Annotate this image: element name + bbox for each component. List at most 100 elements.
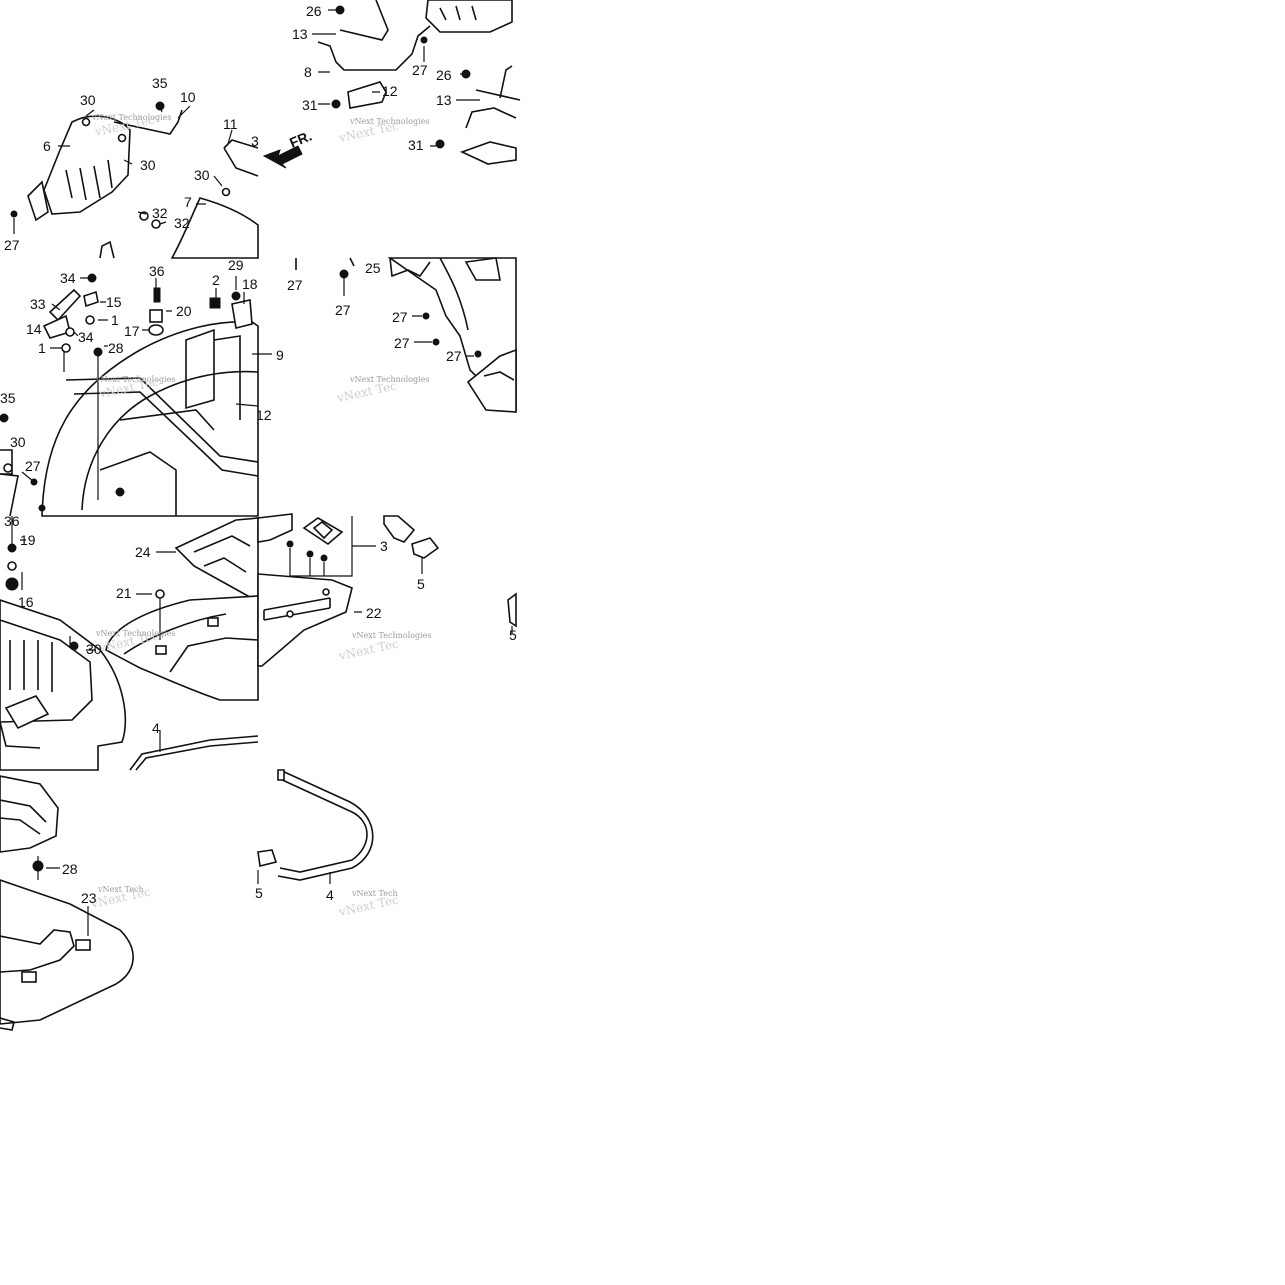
- tray-hole-a: [155, 645, 167, 655]
- part-label: 24: [135, 544, 151, 560]
- rod-8-lower: [465, 107, 517, 129]
- part-label: 27: [25, 458, 41, 474]
- part-label: 12: [382, 83, 398, 99]
- washer-19: [7, 561, 17, 571]
- part-label: 27: [335, 302, 351, 318]
- bracket-22: [257, 573, 353, 667]
- rear-body-lower: [0, 599, 127, 771]
- bolt-31-a: [331, 99, 341, 109]
- part-label: 7: [184, 194, 192, 210]
- part-label: 10: [180, 89, 196, 105]
- bolt-36: [153, 287, 161, 303]
- part-label: 1: [111, 312, 119, 328]
- part-label: 28: [108, 340, 124, 356]
- part-label: 3: [251, 133, 259, 149]
- watermark-e: vNext Technologies: [95, 629, 175, 638]
- bracket-foot: [27, 180, 49, 222]
- part-label: 6: [43, 138, 51, 154]
- clip-15: [83, 290, 99, 308]
- washer-32-b: [151, 219, 161, 229]
- part-label: 36: [149, 263, 165, 279]
- nut-30-e: [69, 641, 79, 651]
- seat-bracket-6-slots: [65, 159, 113, 201]
- part-label: 33: [30, 296, 46, 312]
- part-label: 27: [412, 62, 428, 78]
- part-label: 27: [394, 335, 410, 351]
- seal-pad-5-b: [257, 849, 278, 867]
- part-label: 26: [436, 67, 452, 83]
- part-label: 30: [86, 641, 102, 657]
- hook-18: [231, 299, 253, 329]
- gasket-4-b: [277, 777, 368, 873]
- rod-11: [223, 139, 259, 177]
- grommet-17: [148, 324, 164, 336]
- bracket-hole-a: [286, 610, 294, 618]
- part-label: 28: [62, 861, 78, 877]
- part-label: 4: [326, 887, 334, 903]
- part-label: 36: [4, 513, 20, 529]
- part-label: 18: [242, 276, 258, 292]
- part-label: 17: [124, 323, 140, 339]
- bracket-33: [48, 288, 82, 322]
- part-label: 26: [306, 3, 322, 19]
- collar-20: [149, 309, 163, 323]
- seal-pad-5-edge: [507, 592, 517, 628]
- bolt-29: [231, 291, 241, 301]
- part-label: 22: [366, 605, 382, 621]
- hook: [99, 240, 115, 259]
- nut-34-a: [87, 273, 97, 283]
- fender-stub: [257, 513, 293, 543]
- part-label: 20: [176, 303, 192, 319]
- rack-24: [174, 517, 259, 602]
- part-label: 31: [302, 97, 318, 113]
- part-label: 2: [212, 272, 220, 288]
- tile-bottom-middle: vNext Tech vNext Tec: [257, 769, 400, 919]
- part-label: 5: [417, 576, 425, 592]
- nut-30-d: [3, 463, 13, 473]
- screw-27-f: [474, 350, 482, 358]
- part-label: 11: [223, 116, 238, 132]
- bracket-lower: [459, 141, 517, 165]
- part-label: 3: [380, 538, 388, 554]
- part-label: 29: [228, 257, 244, 273]
- part-label: 9: [276, 347, 284, 363]
- front-arrow-icon: [262, 145, 303, 169]
- rod-8-upper: [317, 25, 431, 71]
- part-edge: [0, 473, 19, 517]
- nut-34-b: [65, 327, 75, 337]
- panel-7: [170, 197, 259, 259]
- part-label: 35: [152, 75, 168, 91]
- watermark-a: vNext Technologies: [91, 113, 171, 122]
- nut-30-c: [221, 187, 231, 197]
- seat-bracket-6: [43, 115, 131, 215]
- grommet-16: [5, 577, 19, 591]
- bolt-35-b: [0, 413, 9, 423]
- bar-13-upper: [339, 0, 389, 41]
- part-label: 30: [80, 92, 96, 108]
- tile-middle-left: vNext Technologies vNext Tec: [0, 273, 272, 517]
- bolt-28: [93, 347, 103, 357]
- nut-30-b: [117, 133, 127, 143]
- part-label: 27: [392, 309, 408, 325]
- nut-hidden: [115, 487, 125, 497]
- screw-27-mid: [339, 269, 349, 279]
- screw-3-a: [286, 540, 294, 548]
- part-label: 27: [4, 237, 20, 253]
- gasket-4: [129, 735, 259, 771]
- watermark-g: vNext Tech: [97, 885, 144, 894]
- fender-lower-edge: [466, 348, 517, 413]
- cap-2: [209, 297, 221, 309]
- screw-3-c: [320, 554, 328, 562]
- part-label: 13: [436, 92, 452, 108]
- part-number-labels: 26 13 8 31 12 27 26 13 31 30 35 10 6 30 …: [0, 3, 517, 906]
- screw-3-b: [306, 550, 314, 558]
- plate-3: [302, 517, 344, 546]
- part-label: 23: [81, 890, 97, 906]
- part-label: 21: [116, 585, 132, 601]
- part-label: 8: [304, 64, 312, 80]
- part-label: 35: [0, 390, 16, 406]
- tray-hole-b: [207, 617, 219, 627]
- seal-pad-5: [411, 537, 440, 559]
- nut-30-a: [81, 117, 91, 127]
